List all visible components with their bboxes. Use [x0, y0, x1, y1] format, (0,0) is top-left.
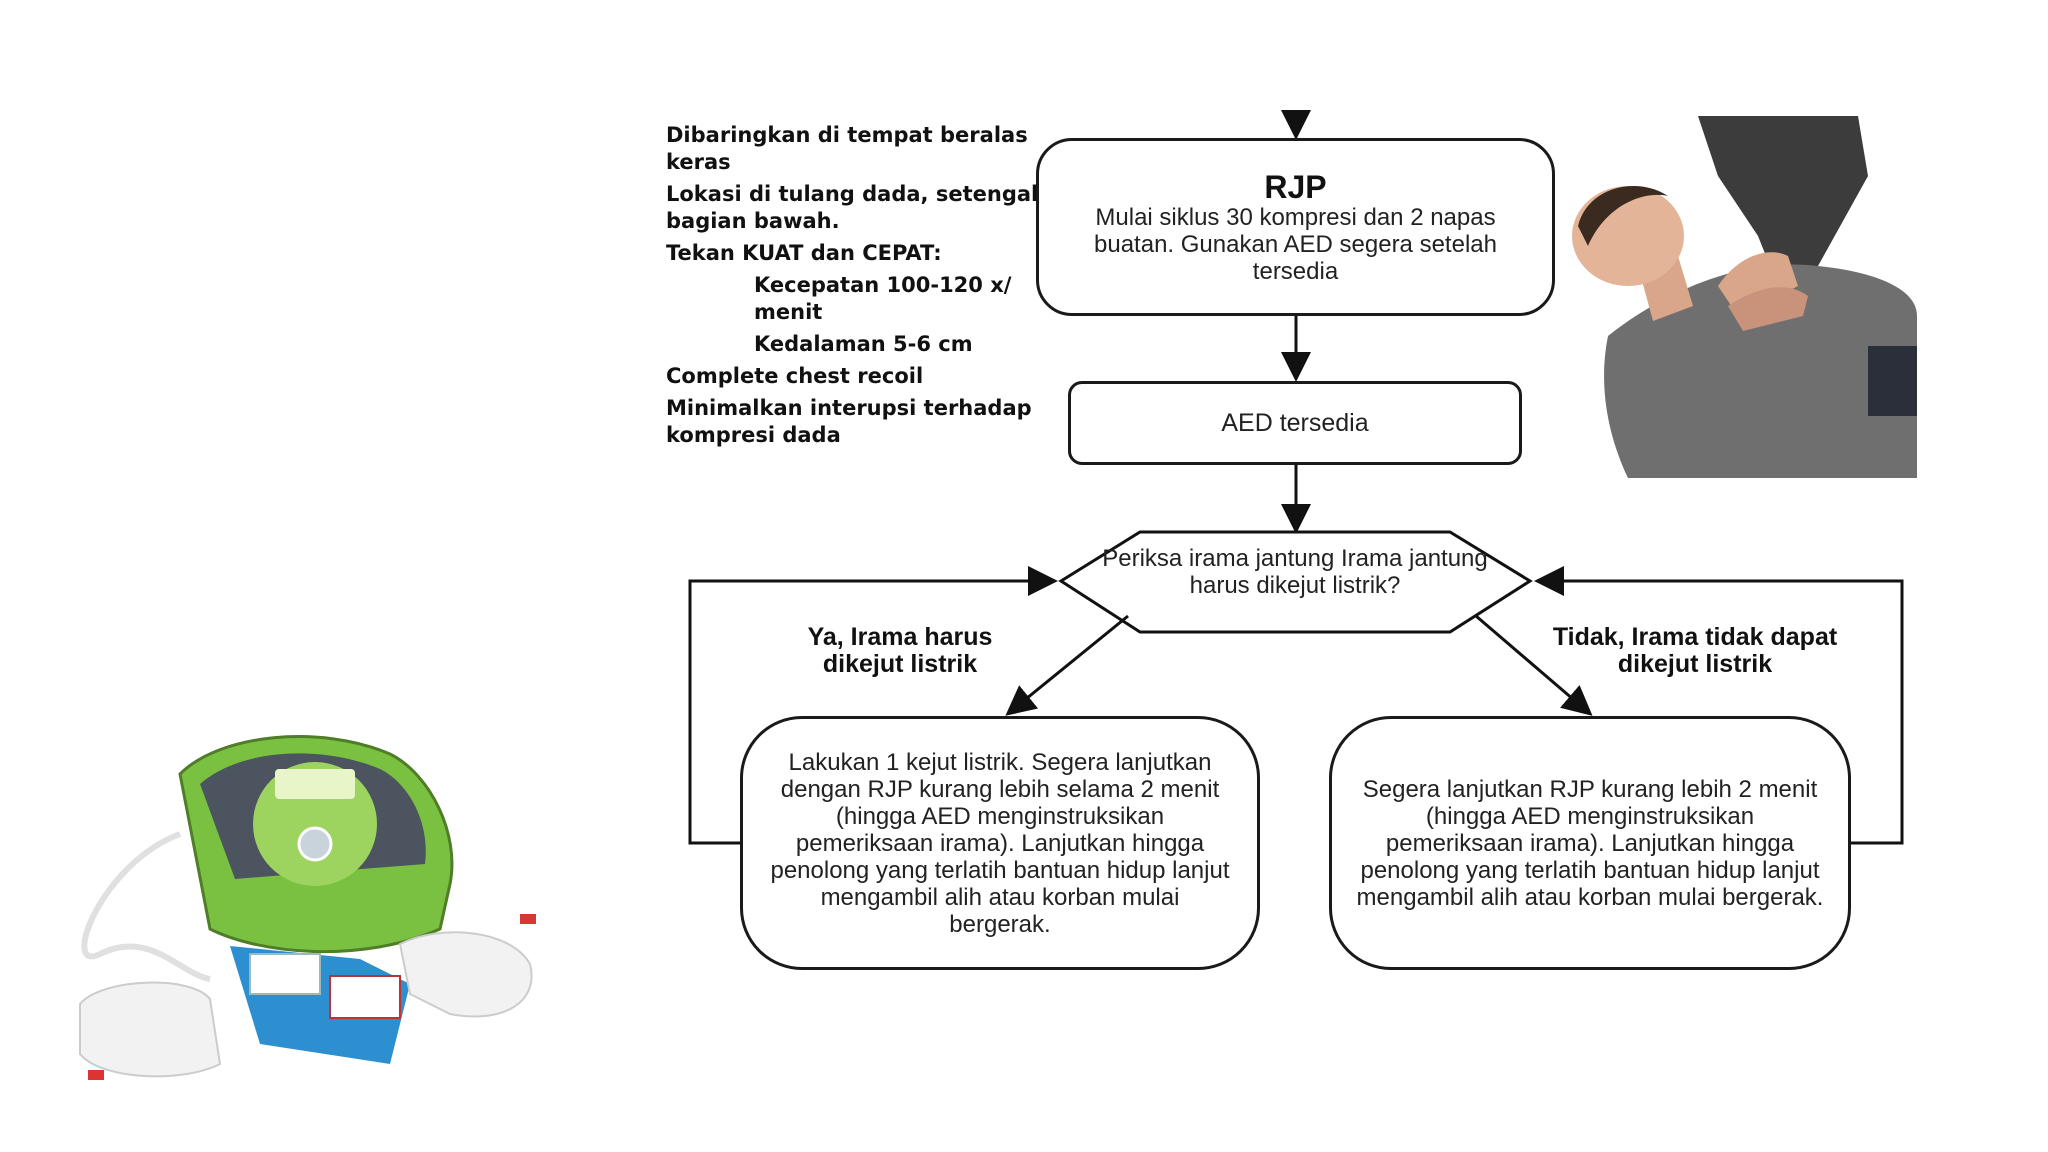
loop-yes	[688, 566, 1058, 845]
note-item: Complete chest recoil	[666, 364, 924, 388]
aed-available-label: AED tersedia	[1221, 408, 1369, 437]
no-shock-action-box: Segera lanjutkan RJP kurang lebih 2 meni…	[1329, 716, 1851, 970]
note-item: Lokasi di tulang dada, setengah bagian b…	[666, 182, 1046, 233]
cpr-instructions: Dibaringkan di tempat beralas keras Loka…	[666, 122, 1046, 454]
no-branch-label: Tidak, Irama tidak dapat dikejut listrik	[1552, 623, 1838, 678]
rjp-body: Mulai siklus 30 kompresi dan 2 napas bua…	[1094, 203, 1497, 285]
yes-branch-label: Ya, Irama harus dikejut listrik	[807, 623, 993, 678]
aed-device-photo	[60, 714, 590, 1086]
note-item: Minimalkan interupsi terhadap kompresi d…	[666, 396, 1032, 447]
note-item: Tekan KUAT dan CEPAT:	[666, 241, 942, 265]
note-item: Dibaringkan di tempat beralas keras	[666, 123, 1028, 174]
decision-label: Periksa irama jantung Irama jantung haru…	[1102, 545, 1488, 599]
rjp-title: RJP	[1264, 168, 1327, 205]
shock-action-box: Lakukan 1 kejut listrik. Segera lanjutka…	[740, 716, 1260, 970]
aed-available-box: AED tersedia	[1068, 381, 1522, 465]
arrow-to-no	[1475, 614, 1593, 716]
shock-action-text: Lakukan 1 kejut listrik. Segera lanjutka…	[770, 748, 1230, 938]
decision-shape	[1058, 530, 1533, 634]
no-shock-action-text: Segera lanjutkan RJP kurang lebih 2 meni…	[1356, 775, 1824, 911]
note-subitem: Kedalaman 5-6 cm	[754, 332, 973, 356]
cpr-photo	[1568, 116, 1917, 478]
loop-no	[1534, 566, 1904, 845]
rjp-box: RJP Mulai siklus 30 kompresi dan 2 napas…	[1036, 138, 1555, 316]
arrow-to-yes	[1005, 614, 1129, 716]
note-subitem: Kecepatan 100-120 x/ menit	[754, 273, 1012, 324]
